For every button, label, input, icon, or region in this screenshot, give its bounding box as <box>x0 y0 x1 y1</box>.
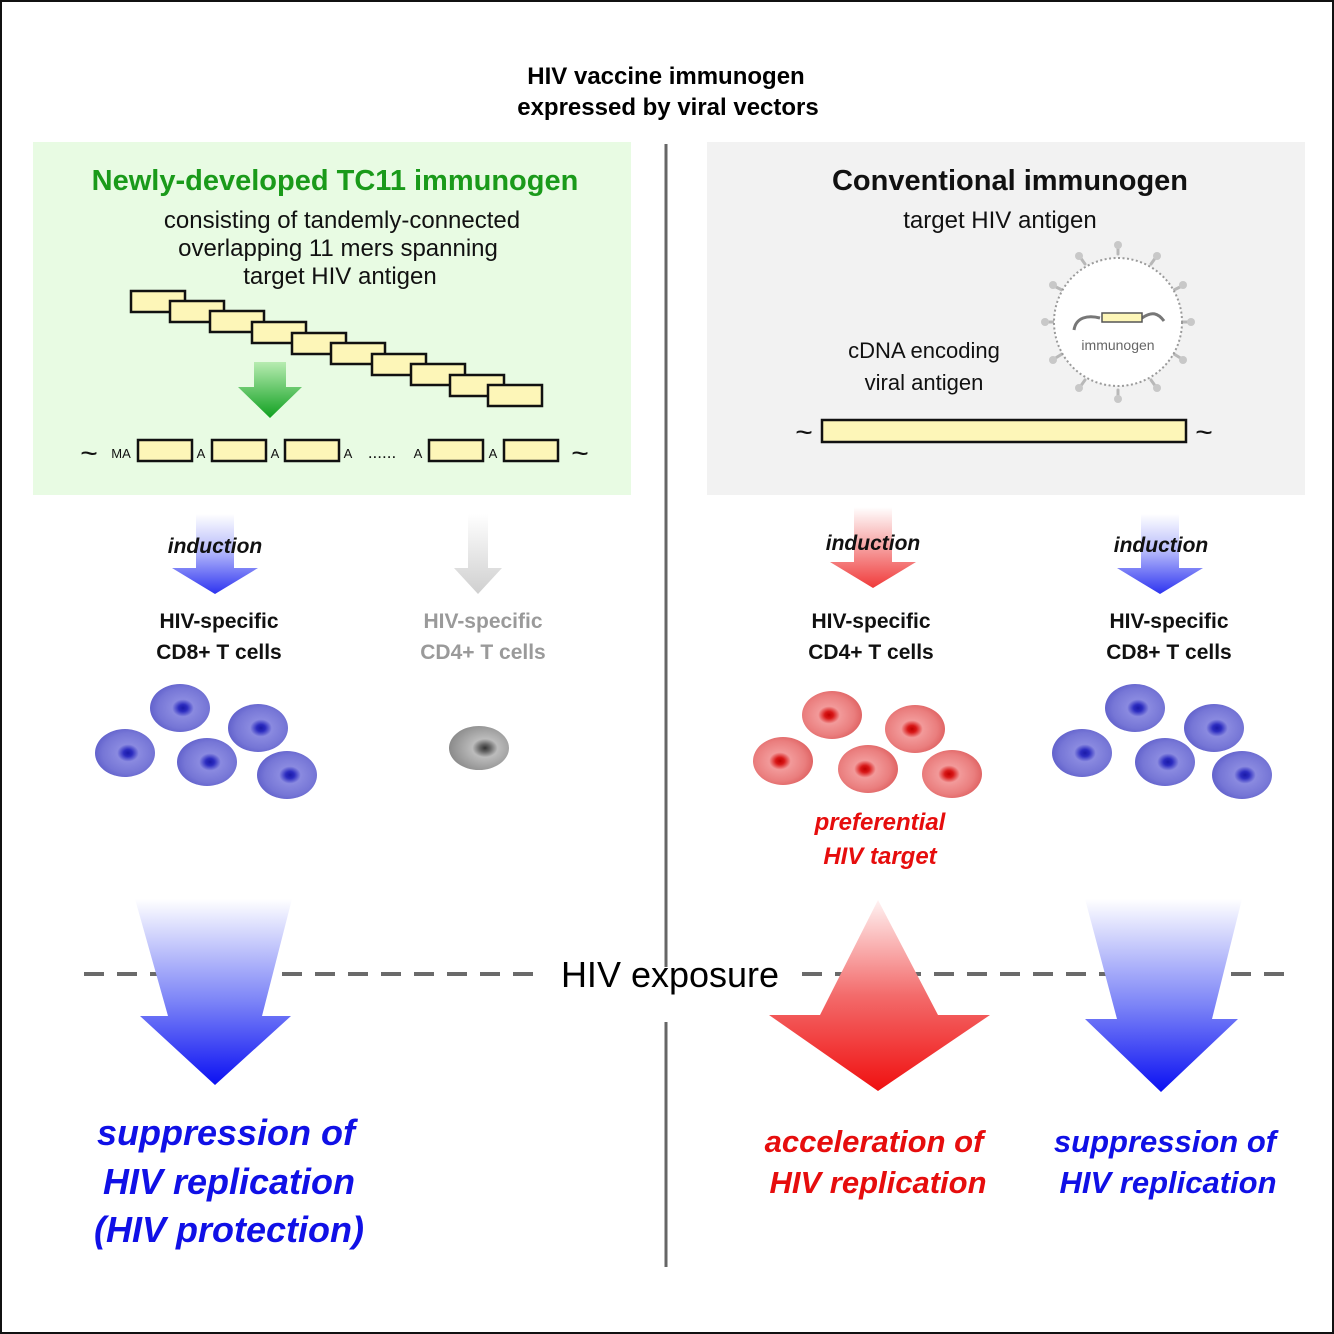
left-cd4-label-2: CD4+ T cells <box>420 641 545 664</box>
cd4-cell <box>885 705 945 753</box>
left-cd8-label-2: CD8+ T cells <box>156 641 281 664</box>
cd8-cell <box>257 751 317 799</box>
cd8-cell <box>1212 751 1272 799</box>
cd4-cell-grey <box>449 726 509 770</box>
cd8-cell <box>1105 684 1165 732</box>
induction-label-left: induction <box>168 535 262 558</box>
outcome-left-line-3: (HIV protection) <box>94 1209 364 1250</box>
left-desc-line-2: overlapping 11 mers spanning <box>178 235 498 262</box>
header-line-1: HIV vaccine immunogen <box>527 63 804 90</box>
green-arrow <box>238 362 302 418</box>
cd8-cell <box>1135 738 1195 786</box>
virus-genome-tail <box>1141 312 1166 322</box>
left-cd8-label-1: HIV-specific <box>159 610 278 633</box>
overlapping-11mer-boxes <box>129 289 544 408</box>
cd4-cell <box>802 691 862 739</box>
cd8-cell <box>95 729 155 777</box>
header-line-2: expressed by viral vectors <box>517 94 819 121</box>
cd4-cell <box>838 745 898 793</box>
seq-tilde-right: ~ <box>571 437 589 470</box>
induction-label-right-cd8: induction <box>1114 534 1208 557</box>
right-cd8-label-1: HIV-specific <box>1109 610 1228 633</box>
cd4-cell <box>753 737 813 785</box>
induction-arrow-right-cd4 <box>830 507 916 588</box>
right-cd4-cells <box>753 691 982 798</box>
outcome-left-line-1: suppression of <box>97 1112 358 1153</box>
induction-arrow-left-cd8 <box>172 514 258 594</box>
right-cd8-cells <box>1052 684 1272 799</box>
outcome-left-line-2: HIV replication <box>103 1161 355 1202</box>
right-cd8-label-2: CD8+ T cells <box>1106 641 1231 664</box>
induction-label-right-cd4: induction <box>826 532 920 555</box>
cdna-line-2: viral antigen <box>865 370 984 395</box>
right-cd4-label-1: HIV-specific <box>811 610 930 633</box>
outcome-arrow-right-red <box>769 900 990 1091</box>
cdna-bar <box>820 418 1188 444</box>
induction-arrow-left-cd4 <box>454 514 502 594</box>
hiv-exposure-label: HIV exposure <box>561 954 779 995</box>
cd4-cell <box>922 750 982 798</box>
induction-arrow-right-cd8 <box>1117 514 1203 594</box>
outcome-blue-line-1: suppression of <box>1054 1124 1279 1159</box>
cd8-cell <box>150 684 210 732</box>
seq-box <box>210 438 268 463</box>
cd8-cell <box>1184 704 1244 752</box>
linker-label: A <box>271 446 280 461</box>
viral-vector-icon: immunogen <box>1041 241 1195 403</box>
cdna-tilde-left: ~ <box>795 416 813 449</box>
outcome-arrow-right-blue <box>1085 899 1242 1092</box>
seq-ellipsis: ...... <box>368 443 396 462</box>
linker-label: A <box>414 446 423 461</box>
virus-label: immunogen <box>1081 337 1154 353</box>
preferential-line-1: preferential <box>814 809 947 836</box>
cd8-cell <box>1052 729 1112 777</box>
linker-label: A <box>197 446 206 461</box>
preferential-line-2: HIV target <box>823 843 937 870</box>
linker-label: A <box>489 446 498 461</box>
linker-label: A <box>344 446 353 461</box>
virus-genome <box>1072 315 1101 331</box>
right-panel-subtitle: target HIV antigen <box>903 207 1096 234</box>
seq-start-label: MA <box>111 446 131 461</box>
outcome-red-line-1: acceleration of <box>765 1124 986 1159</box>
right-cd4-label-2: CD4+ T cells <box>808 641 933 664</box>
cdna-tilde-right: ~ <box>1195 416 1213 449</box>
outcome-blue-line-2: HIV replication <box>1059 1165 1276 1200</box>
cd8-cell <box>228 704 288 752</box>
left-desc-line-3: target HIV antigen <box>243 263 436 290</box>
seq-box <box>283 438 341 463</box>
outcome-red-line-2: HIV replication <box>769 1165 986 1200</box>
seq-box <box>136 438 194 463</box>
left-panel-title: Newly-developed TC11 immunogen <box>92 165 579 197</box>
cd8-cell <box>177 738 237 786</box>
left-desc-line-1: consisting of tandemly-connected <box>164 207 520 234</box>
left-panel <box>33 142 631 495</box>
seq-tilde-left: ~ <box>80 437 98 470</box>
right-panel-title: Conventional immunogen <box>832 165 1188 197</box>
seq-box <box>502 438 560 463</box>
cdna-line-1: cDNA encoding <box>848 338 1000 363</box>
left-cd8-cells <box>95 684 317 799</box>
left-cd4-label-1: HIV-specific <box>423 610 542 633</box>
seq-box <box>427 438 485 463</box>
outcome-arrow-left-blue <box>135 899 292 1085</box>
tandem-sequence: ~ MA A A A ...... A A ~ <box>80 437 589 470</box>
virus-insert-box <box>1101 312 1143 323</box>
peptide-box <box>486 383 544 408</box>
